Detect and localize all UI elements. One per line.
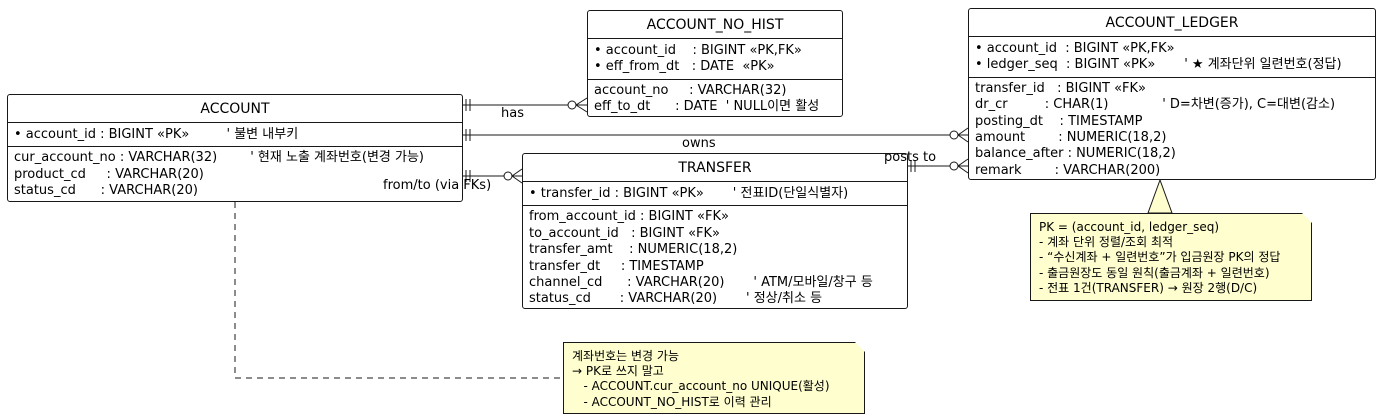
entity-account-ledger: ACCOUNT_LEDGER • account_id : BIGINT «PK… bbox=[968, 8, 1376, 180]
entity-title: ACCOUNT_LEDGER bbox=[969, 9, 1375, 37]
entity-transfer: TRANSFER • transfer_id : BIGINT «PK» ' 전… bbox=[522, 153, 908, 309]
attr-row: account_no : VARCHAR(32) bbox=[594, 82, 787, 98]
entity-attrs: cur_account_no : VARCHAR(32) ' 현재 노출 계좌번… bbox=[8, 147, 462, 203]
relation-label-has: has bbox=[501, 106, 524, 121]
note-line: - “수신계좌 + 일련번호”가 입금원장 PK의 정답 bbox=[1039, 250, 1281, 265]
entity-keys: • account_id : BIGINT «PK» ' 불변 내부키 bbox=[8, 123, 462, 148]
relation-label-posts-to: posts to bbox=[884, 150, 937, 165]
note-line: - 계좌 단위 정렬/조회 최적 bbox=[1039, 235, 1174, 250]
attr-row: product_cd : VARCHAR(20) bbox=[14, 166, 204, 182]
attr-row: posting_dt : TIMESTAMP bbox=[975, 113, 1143, 129]
entity-attrs: from_account_id : BIGINT «FK» to_account… bbox=[523, 206, 907, 311]
attr-row: amount : NUMERIC(18,2) bbox=[975, 129, 1167, 145]
attr-row: eff_to_dt : DATE ' NULL이면 활성 bbox=[594, 99, 820, 115]
entity-title: ACCOUNT bbox=[8, 95, 462, 123]
attr-row: dr_cr : CHAR(1) ' D=차변(증가), C=대변(감소) bbox=[975, 97, 1336, 113]
note-ledger-pk: PK = (account_id, ledger_seq) - 계좌 단위 정렬… bbox=[1030, 213, 1312, 301]
relation-label-from-to: from/to (via FKs) bbox=[383, 178, 492, 193]
entity-account-no-hist: ACCOUNT_NO_HIST • account_id : BIGINT «P… bbox=[587, 10, 843, 117]
note-account-no: 계좌번호는 변경 가능 → PK로 쓰지 말고 - ACCOUNT.cur_ac… bbox=[563, 342, 865, 414]
note-line: 계좌번호는 변경 가능 bbox=[572, 349, 679, 363]
note-line: - 전표 1건(TRANSFER) → 원장 2행(D/C) bbox=[1039, 280, 1258, 295]
note-fold bbox=[855, 342, 865, 352]
entity-keys: • account_id : BIGINT «PK,FK» • eff_from… bbox=[588, 39, 842, 80]
attr-row: remark : VARCHAR(200) bbox=[975, 162, 1161, 178]
note-line: - 출금원장도 동일 원칙(출금계좌 + 일련번호) bbox=[1039, 265, 1270, 280]
entity-keys: • account_id : BIGINT «PK,FK» • ledger_s… bbox=[969, 37, 1375, 78]
entity-title: ACCOUNT_NO_HIST bbox=[588, 11, 842, 39]
note-fold bbox=[1302, 213, 1312, 223]
attr-row: cur_account_no : VARCHAR(32) ' 현재 노출 계좌번… bbox=[14, 150, 424, 166]
attr-row: channel_cd : VARCHAR(20) ' ATM/모바일/창구 등 bbox=[529, 274, 873, 290]
entity-attrs: transfer_id : BIGINT «FK» dr_cr : CHAR(1… bbox=[969, 78, 1375, 183]
entity-title: TRANSFER bbox=[523, 154, 907, 182]
entity-attrs: account_no : VARCHAR(32) eff_to_dt : DAT… bbox=[588, 80, 842, 120]
key-row: • transfer_id : BIGINT «PK» ' 전표ID(단일식별자… bbox=[529, 186, 849, 201]
attr-row: status_cd : VARCHAR(20) ' 정상/취소 등 bbox=[529, 291, 823, 307]
key-row: • account_id : BIGINT «PK» ' 불변 내부키 bbox=[14, 127, 299, 142]
entity-account: ACCOUNT • account_id : BIGINT «PK» ' 불변 … bbox=[7, 94, 463, 202]
note-line: PK = (account_id, ledger_seq) bbox=[1039, 220, 1220, 234]
key-row: • eff_from_dt : DATE «PK» bbox=[594, 59, 775, 75]
key-row: • ledger_seq : BIGINT «PK» ' ★ 계좌단위 일련번호… bbox=[975, 57, 1342, 73]
attr-row: transfer_amt : NUMERIC(18,2) bbox=[529, 242, 738, 258]
attr-row: balance_after : NUMERIC(18,2) bbox=[975, 146, 1176, 162]
attr-row: transfer_dt : TIMESTAMP bbox=[529, 258, 704, 274]
attr-row: from_account_id : BIGINT «FK» bbox=[529, 209, 729, 225]
note-line: → PK로 쓰지 말고 bbox=[572, 364, 664, 379]
entity-keys: • transfer_id : BIGINT «PK» ' 전표ID(단일식별자… bbox=[523, 182, 907, 207]
key-row: • account_id : BIGINT «PK,FK» bbox=[594, 43, 802, 58]
note-line: - ACCOUNT_NO_HIST로 이력 관리 bbox=[572, 394, 772, 409]
attr-row: to_account_id : BIGINT «FK» bbox=[529, 225, 720, 241]
relation-label-owns: owns bbox=[682, 136, 716, 151]
note-line: - ACCOUNT.cur_account_no UNIQUE(활성) bbox=[572, 379, 830, 394]
key-row: • account_id : BIGINT «PK,FK» bbox=[975, 41, 1175, 56]
attr-row: transfer_id : BIGINT «FK» bbox=[975, 80, 1146, 96]
attr-row: status_cd : VARCHAR(20) bbox=[14, 183, 198, 199]
